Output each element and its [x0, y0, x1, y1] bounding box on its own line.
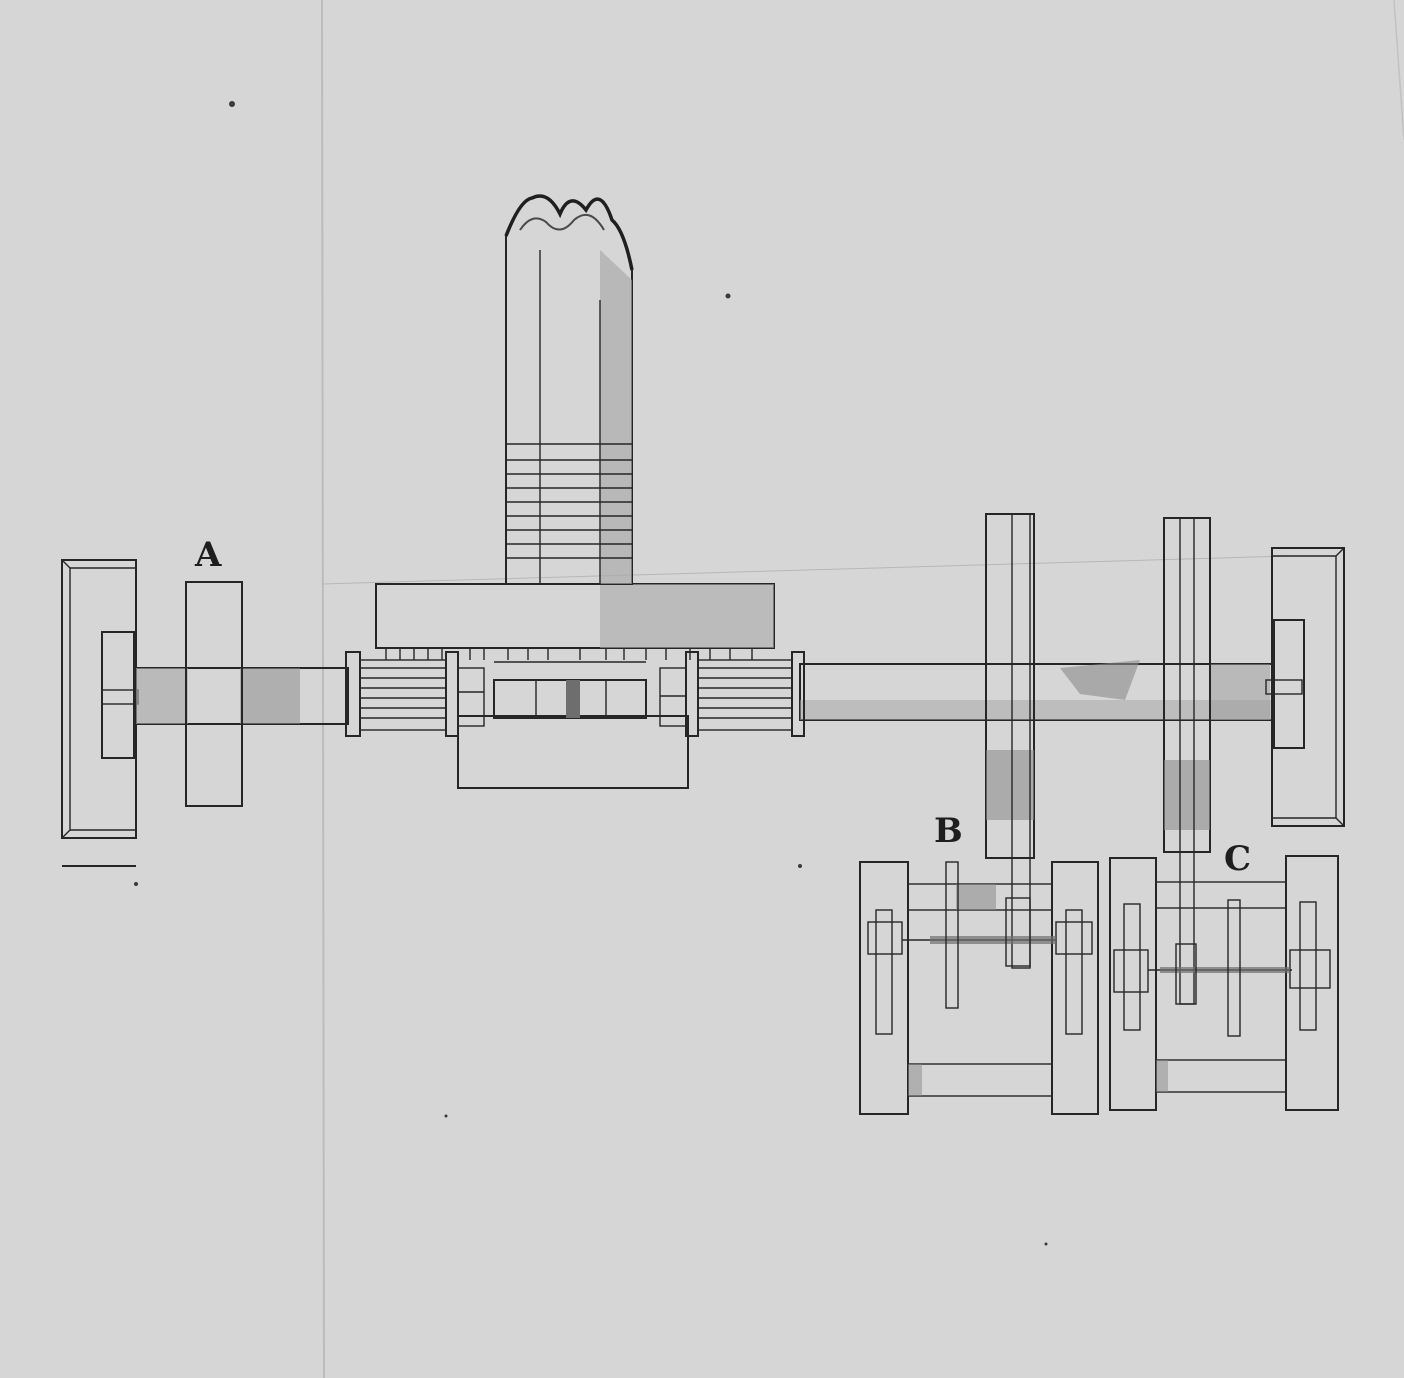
detail-c-frame — [1109, 855, 1339, 1111]
center-block — [493, 661, 647, 719]
right-lantern-gear — [659, 651, 805, 737]
pulley-b — [985, 513, 1035, 969]
top-beam — [375, 583, 775, 660]
pulley-c — [1163, 517, 1211, 1005]
construction-line — [321, 555, 1291, 585]
left-end-bearing — [61, 559, 139, 867]
main-shaft — [135, 660, 1273, 725]
label-b: B — [934, 811, 963, 851]
paper-fold-line — [321, 0, 325, 1378]
beam-teeth — [385, 648, 753, 660]
right-end-bearing — [1265, 547, 1345, 827]
left-lantern-gear — [345, 651, 485, 737]
column-rungs — [506, 443, 632, 559]
label-a: A — [194, 535, 222, 575]
grinding-stone-a — [185, 581, 243, 807]
paper-edge-line — [1393, 0, 1404, 141]
label-c: C — [1224, 839, 1251, 879]
detail-b-frame — [859, 861, 1099, 1115]
paper-specks — [134, 101, 1048, 1246]
vertical-column — [504, 194, 634, 585]
